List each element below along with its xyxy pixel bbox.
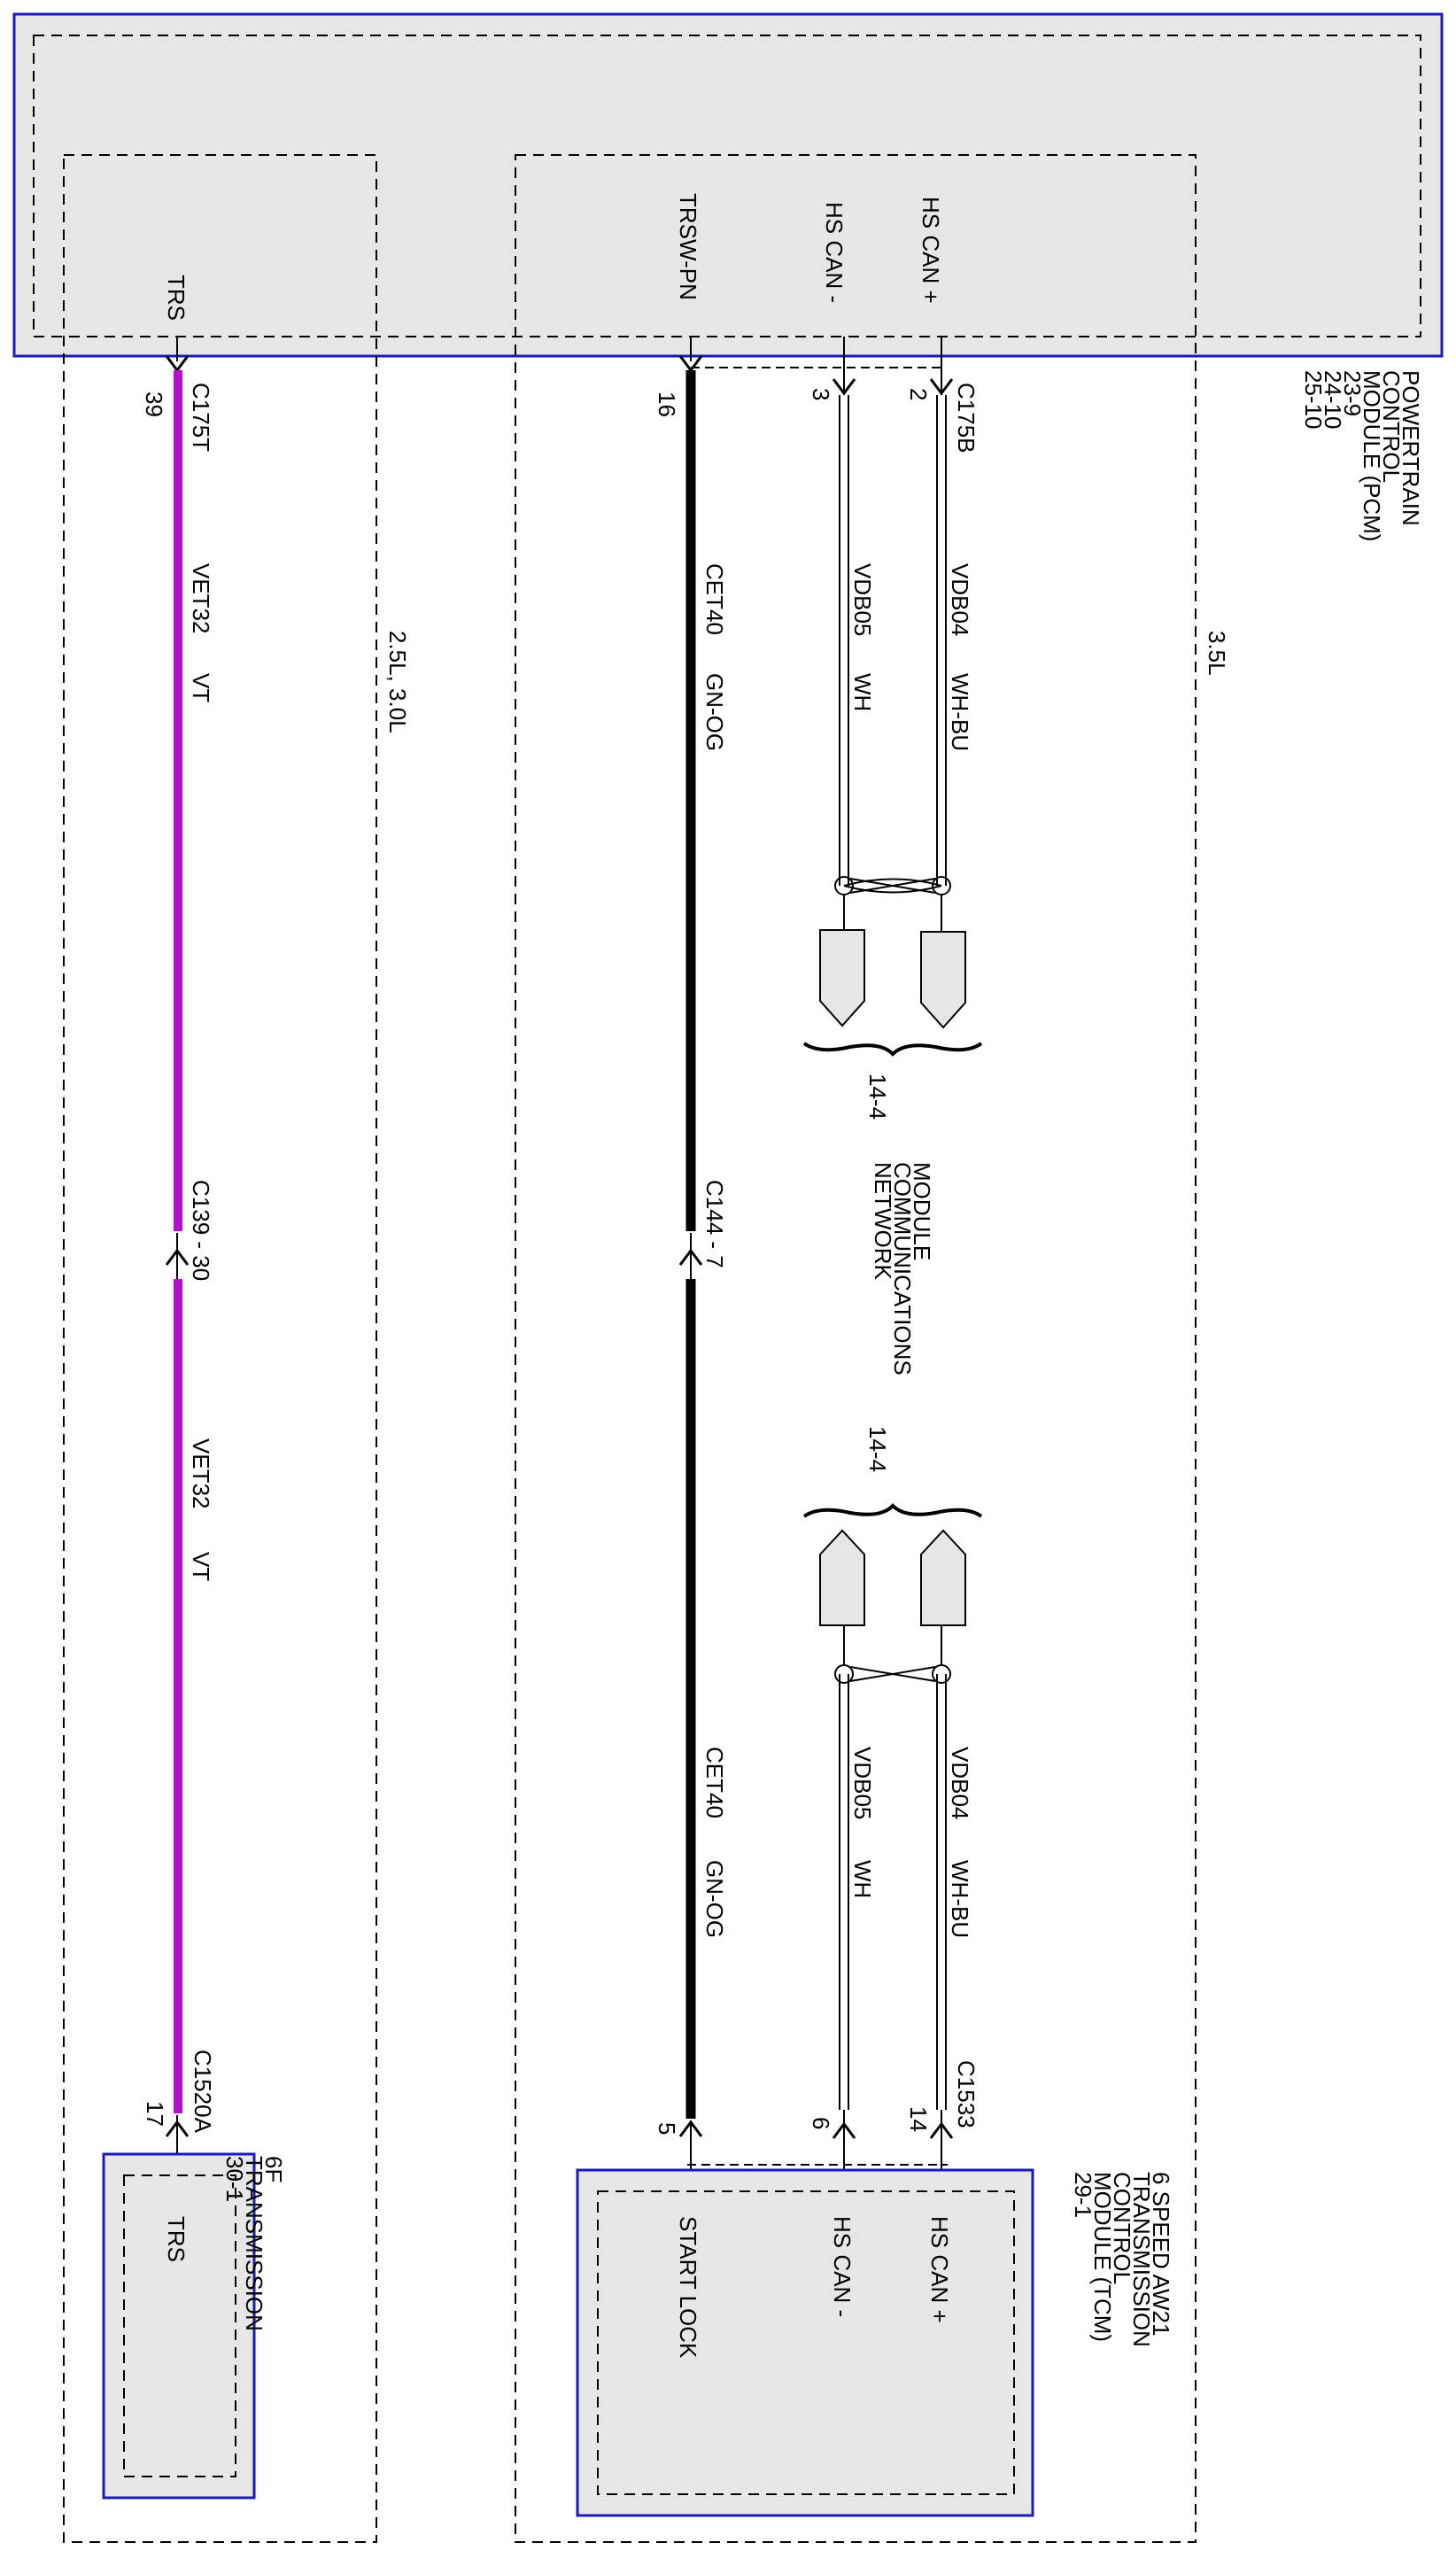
- variant-box-left: [63, 154, 377, 2543]
- network-ref-upper: 14-4: [864, 1074, 891, 1120]
- wire-vet32-lower-color: VT: [188, 1552, 214, 1581]
- wire-vdb04-upper-color: WH-BU: [947, 673, 973, 751]
- transmission-pin-trs: TRS: [163, 2216, 190, 2262]
- variant-label-left: 2.5L, 3.0L: [384, 631, 411, 733]
- pcm-pin-hs-can-plus: HS CAN +: [918, 197, 944, 304]
- tcm-inner-dashed-border: [597, 2190, 1015, 2495]
- tcm-pin-start-lock: START LOCK: [675, 2216, 701, 2359]
- variant-label-right: 3.5L: [1204, 631, 1230, 676]
- wire-cet40-lower-circuit: CET40: [701, 1747, 728, 1818]
- transmission-title: 6F TRANSMISSION 30-1: [221, 2156, 287, 2337]
- pcm-pin-hs-can-minus: HS CAN -: [821, 202, 848, 303]
- wire-vet32-lower-circuit: VET32: [188, 1438, 214, 1509]
- wire-vet32-upper-circuit: VET32: [188, 563, 214, 634]
- connector-c1520a-label: C1520A: [190, 2050, 216, 2134]
- transmission-box: [102, 2152, 256, 2500]
- network-connector-upper-plus-icon: [920, 931, 966, 1029]
- connector-c175b-label: C175B: [953, 383, 980, 453]
- connector-c139-label: C139 - 30: [188, 1180, 214, 1281]
- wire-vet32-upper-color: VT: [188, 673, 214, 702]
- connector-c175t-pin: 39: [141, 391, 167, 417]
- wire-vdb05-lower-circuit: VDB05: [849, 1747, 876, 1819]
- tcm-pin-hs-can-minus: HS CAN -: [829, 2216, 856, 2317]
- connector-c1533-pin14: 14: [905, 2106, 932, 2132]
- wire-vdb05-lower-color: WH: [849, 1860, 876, 1898]
- tcm-module-box: [576, 2168, 1034, 2517]
- pcm-title: POWERTRAIN CONTROL MODULE (PCM) 23-9 24-…: [1300, 370, 1424, 548]
- wire-cet40-upper-color: GN-OG: [701, 673, 728, 751]
- connector-c1520a-pin: 17: [142, 2101, 168, 2127]
- network-brace-upper-icon: [802, 1042, 983, 1057]
- connector-c175b-pin2: 2: [905, 388, 932, 400]
- wire-cet40-upper-circuit: CET40: [701, 563, 728, 635]
- connector-c1533-pin6-arrow: [832, 2121, 856, 2139]
- wire-vdb05-upper-color: WH: [849, 673, 876, 711]
- tcm-pin-hs-can-plus: HS CAN +: [926, 2216, 953, 2323]
- twisted-pair-upper-icon: [834, 876, 951, 895]
- network-title: MODULE COMMUNICATIONS NETWORK: [870, 1162, 935, 1382]
- twisted-pair-lower-icon: [834, 1664, 951, 1684]
- connector-c175b-pin16: 16: [654, 391, 680, 417]
- network-connector-upper-minus-icon: [819, 929, 865, 1027]
- tcm-title: 6 SPEED AW21 TRANSMISSION CONTROL MODULE…: [1070, 2172, 1174, 2353]
- network-connector-lower-minus-icon: [819, 1529, 865, 1626]
- wire-cet40-lower-color: GN-OG: [701, 1860, 728, 1938]
- connector-c1533-pin6: 6: [808, 2117, 834, 2129]
- network-brace-lower-icon: [802, 1503, 983, 1518]
- wire-vdb04-lower-color: WH-BU: [947, 1860, 973, 1938]
- wire-vdb04-lower-circuit: VDB04: [947, 1747, 973, 1819]
- wire-vdb05-upper-circuit: VDB05: [849, 563, 876, 636]
- pcm-pin-trsw-pn: TRSW-PN: [675, 193, 701, 300]
- transmission-inner-dashed-border: [123, 2174, 236, 2477]
- wire-vdb04-upper-circuit: VDB04: [947, 563, 973, 636]
- connector-c1533-pin14-arrow: [929, 2121, 954, 2139]
- connector-c1533-label: C1533: [953, 2060, 980, 2128]
- pcm-inner-dashed-border: [33, 35, 1421, 337]
- network-ref-lower: 14-4: [864, 1426, 891, 1472]
- pcm-module-box: [12, 12, 1444, 358]
- connector-c1533-pin5: 5: [654, 2122, 680, 2135]
- variant-box-right: [515, 154, 1197, 2543]
- connector-c175b-pin3: 3: [808, 388, 834, 400]
- pcm-pin-trs: TRS: [163, 275, 190, 321]
- connector-c144-label: C144 - 7: [701, 1180, 728, 1268]
- network-connector-lower-plus-icon: [920, 1529, 966, 1626]
- connector-c175t-label: C175T: [188, 383, 214, 452]
